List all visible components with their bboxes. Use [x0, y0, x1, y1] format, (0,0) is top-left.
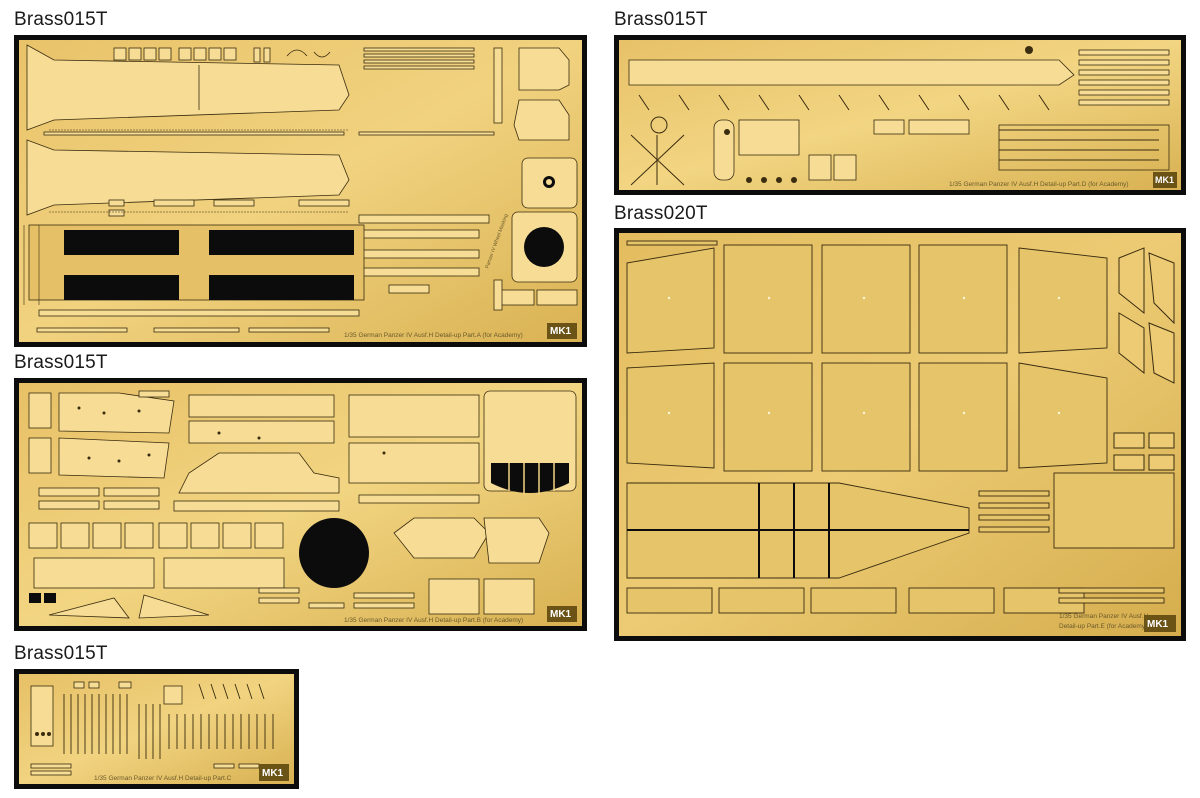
fret-c-caption: 1/35 German Panzer IV Ausf.H Detail-up P… [94, 775, 232, 782]
sheet-e-title: Brass020T [614, 203, 708, 224]
fret-e-caption-line2: Detail-up Part.E (for Academy) [1059, 623, 1147, 630]
fret-e-logo: MK1 [1147, 619, 1169, 630]
fret-sheet-part-a: 1/35 German Panzer IV Ausf.H Detail-up P… [14, 35, 587, 347]
fret-c-artwork: 1/35 German Panzer IV Ausf.H Detail-up P… [19, 674, 294, 784]
fret-b-artwork: 1/35 German Panzer IV Ausf.H Detail-up P… [19, 383, 582, 626]
sheet-a-title: Brass015T [14, 9, 108, 30]
sheet-c-title: Brass015T [14, 643, 108, 664]
fret-d-caption: 1/35 German Panzer IV Ausf.H Detail-up P… [949, 181, 1129, 188]
fret-b-caption: 1/35 German Panzer IV Ausf.H Detail-up P… [344, 617, 523, 624]
fret-d-logo: MK1 [1155, 175, 1174, 185]
fret-e-caption-line1: 1/35 German Panzer IV Ausf.H [1059, 613, 1149, 620]
sheet-b-title: Brass015T [14, 352, 108, 373]
fret-e-artwork: 1/35 German Panzer IV Ausf.H Detail-up P… [619, 233, 1181, 636]
fret-c-logo: MK1 [262, 768, 284, 779]
fret-sheet-part-d: 1/35 German Panzer IV Ausf.H Detail-up P… [614, 35, 1186, 195]
fret-a-artwork: 1/35 German Panzer IV Ausf.H Detail-up P… [19, 40, 582, 342]
fret-sheet-part-c: 1/35 German Panzer IV Ausf.H Detail-up P… [14, 669, 299, 789]
fret-sheet-part-e: 1/35 German Panzer IV Ausf.H Detail-up P… [614, 228, 1186, 641]
fret-a-caption: 1/35 German Panzer IV Ausf.H Detail-up P… [344, 332, 523, 339]
fret-d-artwork: 1/35 German Panzer IV Ausf.H Detail-up P… [619, 40, 1181, 190]
fret-b-logo: MK1 [550, 609, 572, 620]
fret-a-logo: MK1 [550, 326, 572, 337]
fret-sheet-part-b: 1/35 German Panzer IV Ausf.H Detail-up P… [14, 378, 587, 631]
sheet-d-title: Brass015T [614, 9, 708, 30]
